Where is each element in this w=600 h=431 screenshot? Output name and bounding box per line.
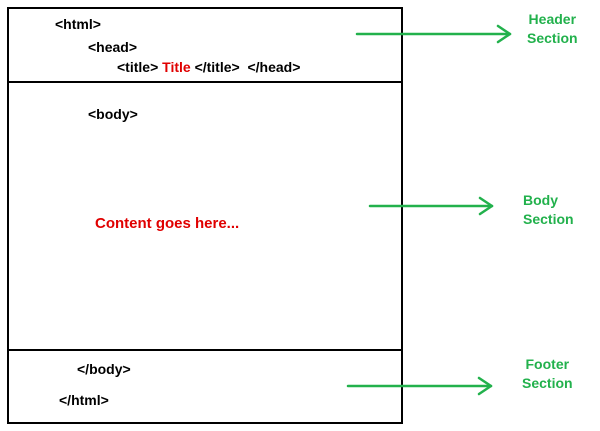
title-line: <title> Title </title> </head> <box>117 59 300 75</box>
body-label-line2: Section <box>523 211 574 227</box>
header-section-label: Header Section <box>527 10 578 48</box>
header-divider <box>7 81 403 83</box>
title-close-tag: </title> <box>194 59 240 75</box>
footer-divider <box>7 349 403 351</box>
footer-section-label: Footer Section <box>522 355 573 393</box>
footer-arrow-icon <box>346 376 493 396</box>
footer-label-line2: Section <box>522 375 573 391</box>
body-arrow-icon <box>368 196 494 216</box>
header-label-line2: Section <box>527 30 578 46</box>
head-close-tag: </head> <box>247 59 301 75</box>
footer-label-line1: Footer <box>525 356 570 372</box>
document-outline <box>7 7 403 424</box>
html-close-tag: </html> <box>59 392 109 408</box>
body-section-label: Body Section <box>523 191 574 229</box>
header-arrow-icon <box>355 24 512 44</box>
head-open-tag: <head> <box>88 39 138 55</box>
title-open-tag: <title> <box>117 59 159 75</box>
content-placeholder: Content goes here... <box>95 215 240 232</box>
html-open-tag: <html> <box>55 16 101 32</box>
title-text: Title <box>162 59 191 75</box>
body-label-line1: Body <box>523 192 558 208</box>
header-label-line1: Header <box>528 11 577 27</box>
body-open-tag: <body> <box>88 106 138 122</box>
body-close-tag: </body> <box>77 361 131 377</box>
